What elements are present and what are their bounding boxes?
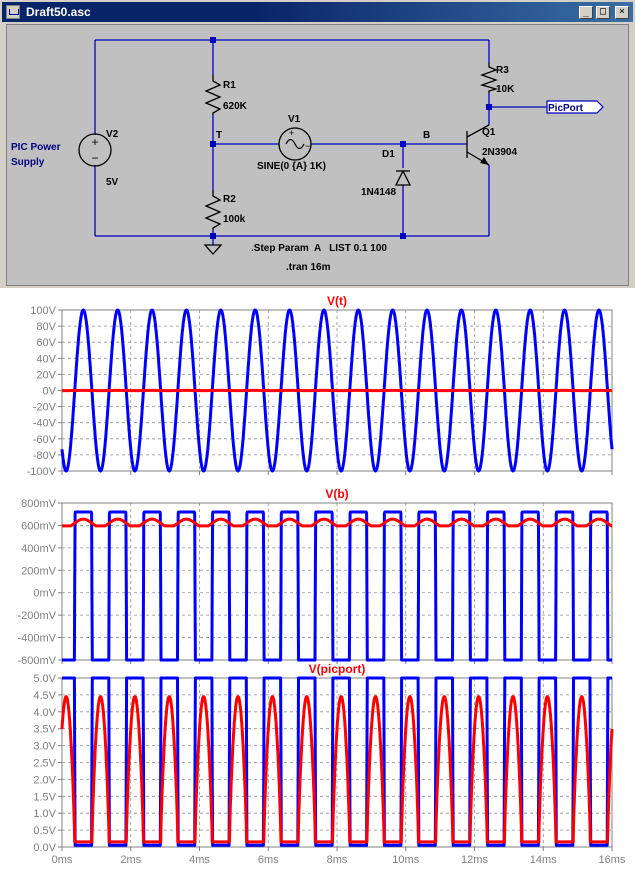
r1-symbol bbox=[206, 75, 220, 115]
v2-value: 5V bbox=[106, 177, 119, 188]
y-tick-label: 0.5V bbox=[33, 825, 56, 837]
y-tick-label: 3.5V bbox=[33, 724, 56, 736]
svg-text:+: + bbox=[91, 135, 98, 149]
ground-symbol bbox=[205, 245, 221, 254]
y-tick-label: -200mV bbox=[17, 610, 56, 622]
x-tick-label: 0ms bbox=[52, 854, 73, 866]
close-button[interactable]: × bbox=[615, 6, 629, 19]
v1-value: SINE(0 {A} 1K) bbox=[257, 161, 326, 172]
svg-text:−: − bbox=[91, 151, 98, 165]
x-tick-label: 4ms bbox=[189, 854, 210, 866]
y-tick-label: -40V bbox=[33, 418, 57, 430]
y-tick-label: 2.5V bbox=[33, 758, 56, 770]
r3-ref: R3 bbox=[496, 65, 509, 76]
x-tick-label: 8ms bbox=[327, 854, 348, 866]
q1-value: 2N3904 bbox=[482, 147, 517, 158]
schematic-pane[interactable]: + − + − bbox=[6, 24, 629, 286]
y-tick-label: 0.0V bbox=[33, 842, 56, 854]
r1-value: 620K bbox=[223, 101, 248, 112]
r2-ref: R2 bbox=[223, 194, 236, 205]
x-tick-label: 6ms bbox=[258, 854, 279, 866]
x-tick-label: 12ms bbox=[461, 854, 488, 866]
resistors bbox=[206, 63, 496, 230]
y-tick-label: 80V bbox=[36, 321, 56, 333]
y-tick-label: -20V bbox=[33, 402, 57, 414]
junctions bbox=[210, 37, 492, 239]
x-tick-label: 10ms bbox=[392, 854, 419, 866]
v2-ref: V2 bbox=[106, 129, 119, 140]
y-tick-label: 5.0V bbox=[33, 673, 56, 685]
y-tick-label: -60V bbox=[33, 434, 57, 446]
y-tick-label: 100V bbox=[30, 305, 56, 317]
net-label-t: T bbox=[216, 130, 222, 141]
r1-ref: R1 bbox=[223, 80, 236, 91]
y-tick-label: 200mV bbox=[21, 565, 57, 577]
svg-text:−: − bbox=[305, 141, 310, 151]
window-title: Draft50.asc bbox=[26, 5, 91, 19]
y-tick-label: 1.0V bbox=[33, 808, 56, 820]
plot-title: V(b) bbox=[325, 487, 348, 501]
plot-panel-3[interactable]: 5.0V 4.5V 4.0V 3.5V 3.0V 2.5V 2.0V 1.5V 1.0V 0.5V… bbox=[33, 662, 612, 854]
d1-ref: D1 bbox=[382, 149, 395, 160]
d1-diode bbox=[396, 171, 410, 185]
y-tick-label: 400mV bbox=[21, 543, 57, 555]
net-label-b: B bbox=[423, 130, 430, 141]
plot-panel-2[interactable]: 800mV 600mV 400mV 200mV 0mV -200mV -400mV -600m… bbox=[17, 487, 612, 667]
q1-ref: Q1 bbox=[482, 127, 496, 138]
y-tick-label: 3.0V bbox=[33, 741, 56, 753]
y-tick-label: 0V bbox=[43, 386, 57, 398]
x-tick-label: 16ms bbox=[599, 854, 626, 866]
y-tick-label: -80V bbox=[33, 450, 57, 462]
step-directive: .Step Param A LIST 0.1 100 bbox=[251, 243, 387, 254]
waveform-canvas[interactable]: 100V 80V 60V 40V 20V 0V -20V -40V -60V -80V -100V V… bbox=[0, 288, 635, 879]
x-tick-label: 14ms bbox=[530, 854, 557, 866]
y-tick-label: 1.5V bbox=[33, 791, 56, 803]
y-tick-label: -600mV bbox=[17, 655, 56, 667]
d1-value: 1N4148 bbox=[361, 187, 396, 198]
x-tick-label: 2ms bbox=[120, 854, 141, 866]
minimize-button[interactable]: _ bbox=[579, 6, 593, 19]
r2-value: 100k bbox=[223, 214, 246, 225]
y-tick-label: 60V bbox=[36, 337, 56, 349]
maximize-button[interactable]: □ bbox=[596, 6, 610, 19]
y-tick-label: 600mV bbox=[21, 520, 57, 532]
schematic-icon bbox=[6, 5, 20, 19]
wires bbox=[95, 40, 547, 245]
net-label-picport: PicPort bbox=[548, 103, 584, 114]
r2-symbol bbox=[206, 190, 220, 230]
r3-value: 10K bbox=[496, 84, 515, 95]
plot-title: V(picport) bbox=[309, 662, 366, 676]
r3-symbol bbox=[482, 63, 496, 93]
comment-line-1: PIC Power bbox=[11, 142, 61, 153]
y-tick-label: 40V bbox=[36, 353, 56, 365]
waveform-viewer[interactable]: 100V 80V 60V 40V 20V 0V -20V -40V -60V -80V -100V V… bbox=[0, 288, 635, 879]
title-bar[interactable]: Draft50.asc _ □ × bbox=[2, 2, 633, 22]
y-tick-label: 20V bbox=[36, 369, 56, 381]
v1-source: + − bbox=[279, 128, 311, 160]
tran-directive: .tran 16m bbox=[286, 262, 331, 273]
svg-text:+: + bbox=[289, 128, 294, 138]
y-tick-label: -100V bbox=[27, 466, 57, 478]
y-tick-label: 800mV bbox=[21, 498, 57, 510]
y-tick-label: 4.5V bbox=[33, 690, 56, 702]
y-tick-label: 2.0V bbox=[33, 774, 56, 786]
plot-title: V(t) bbox=[327, 294, 347, 308]
y-tick-label: 0mV bbox=[33, 588, 56, 600]
comment-line-2: Supply bbox=[11, 157, 45, 168]
schematic-canvas[interactable]: + − + − bbox=[7, 25, 628, 285]
plot-panel-1[interactable]: 100V 80V 60V 40V 20V 0V -20V -40V -60V -80V -100V V… bbox=[27, 294, 612, 478]
y-tick-label: -400mV bbox=[17, 633, 56, 645]
v1-ref: V1 bbox=[288, 114, 301, 125]
y-tick-label: 4.0V bbox=[33, 707, 56, 719]
